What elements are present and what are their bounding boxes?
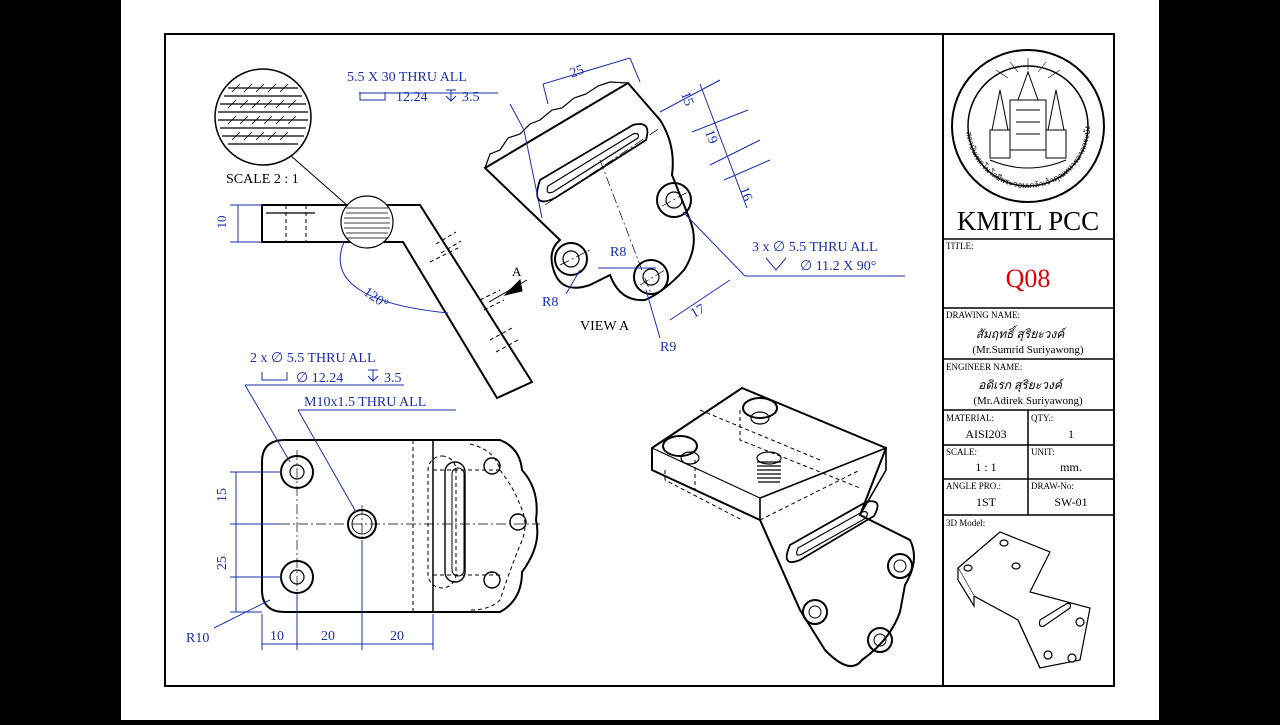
dim-19-right: 19 — [701, 128, 720, 146]
qty-label: QTY.: — [1031, 413, 1053, 423]
side-view — [261, 154, 534, 400]
countersink-icon — [765, 257, 787, 271]
model-thumbnail — [957, 531, 1091, 669]
view-a-dimensions — [359, 57, 905, 339]
dim-10-bottom: 10 — [270, 629, 284, 644]
dim-10-side: 10 — [214, 216, 229, 229]
drawing-sheet: สถาบันเทคโนโลยีพระจอมเกล้าเจ้าคุณทหารลาด… — [121, 0, 1159, 720]
qty-value: 1 — [1068, 427, 1074, 441]
view-a-arrow — [488, 278, 528, 303]
engineer-name: (Mr.Adirek Suriyawong) — [973, 395, 1083, 407]
drawer-name: (Mr.Sumrid Suriyawong) — [972, 344, 1084, 356]
unit-value: mm. — [1060, 460, 1082, 474]
drawer-signature: สัมฤทธิ์ สุริยะวงค์ — [976, 325, 1068, 342]
isometric-view — [651, 386, 915, 668]
holes2-callout-2: ∅ 12.24 — [296, 371, 343, 386]
dim-16-right: 16 — [736, 185, 755, 203]
school-name: KMITL PCC — [957, 206, 1099, 236]
material-value: AISI203 — [965, 427, 1006, 441]
draw-no-value: SW-01 — [1054, 495, 1087, 509]
kmitl-seal-logo: สถาบันเทคโนโลยีพระจอมเกล้าเจ้าคุณทหารลาด… — [951, 49, 1105, 203]
material-label: MATERIAL: — [946, 413, 994, 423]
title-label: TITLE: — [946, 241, 974, 251]
top-view — [261, 439, 540, 613]
thread-detail-view: SCALE 2 : 1 — [214, 68, 312, 187]
engineer-signature: อดิเรก สุริยะวงค์ — [978, 378, 1065, 393]
holes2-callout-1: 2 x ∅ 5.5 THRU ALL — [250, 351, 376, 366]
dim-17-bottom: 17 — [688, 302, 708, 322]
dim-r9: R9 — [660, 340, 676, 355]
draw-no-label: DRAW-No: — [1031, 481, 1074, 491]
drawing-canvas: สถาบันเทคโนโลยีพระจอมเกล้าเจ้าคุณทหารลาด… — [164, 33, 1115, 687]
angle-label: ANGLE PRO.: — [946, 481, 1001, 491]
dim-25-left: 25 — [215, 556, 230, 570]
angle-120-label: 120° — [360, 285, 390, 313]
scale-label: SCALE: — [946, 447, 977, 457]
depth-icon — [445, 89, 457, 102]
top-view-dimensions — [213, 384, 456, 650]
thread-callout: M10x1.5 THRU ALL — [304, 395, 426, 410]
holes3-callout-1: 3 x ∅ 5.5 THRU ALL — [752, 240, 878, 255]
holes3-callout-2: ∅ 11.2 X 90° — [800, 259, 876, 274]
sheet-border — [164, 33, 1115, 687]
dim-r8-a: R8 — [610, 245, 626, 260]
counterbore-icon-2 — [261, 372, 288, 381]
dim-20-b: 20 — [390, 629, 404, 644]
slot-callout-2b: 3.5 — [462, 90, 480, 105]
holes2-callout-2b: 3.5 — [384, 371, 402, 386]
depth-icon-2 — [367, 369, 379, 382]
view-a-label: VIEW A — [580, 319, 630, 334]
dim-20-a: 20 — [321, 629, 335, 644]
unit-label: UNIT: — [1031, 447, 1055, 457]
dim-25-top: 25 — [568, 63, 586, 82]
model-label: 3D Model: — [946, 518, 985, 528]
dim-15-right: 15 — [677, 90, 696, 108]
scale-detail-label: SCALE 2 : 1 — [226, 172, 299, 187]
drawing-title: Q08 — [1006, 264, 1051, 293]
dim-r10: R10 — [186, 631, 209, 646]
arrow-a-label: A — [512, 264, 522, 279]
scale-value: 1 : 1 — [975, 460, 996, 474]
counterbore-icon — [359, 92, 386, 101]
dim-15-left: 15 — [215, 488, 230, 502]
drawing-name-label: DRAWING NAME: — [946, 310, 1020, 320]
slot-callout-2: 12.24 — [396, 90, 428, 105]
engineer-name-label: ENGINEER NAME: — [946, 362, 1022, 372]
side-view-dimensions — [230, 204, 449, 314]
angle-value: 1ST — [976, 495, 997, 509]
title-block: สถาบันเทคโนโลยีพระจอมเกล้าเจ้าคุณทหารลาด… — [943, 49, 1114, 669]
slot-callout-1: 5.5 X 30 THRU ALL — [347, 70, 467, 85]
dim-r8-b: R8 — [542, 295, 558, 310]
